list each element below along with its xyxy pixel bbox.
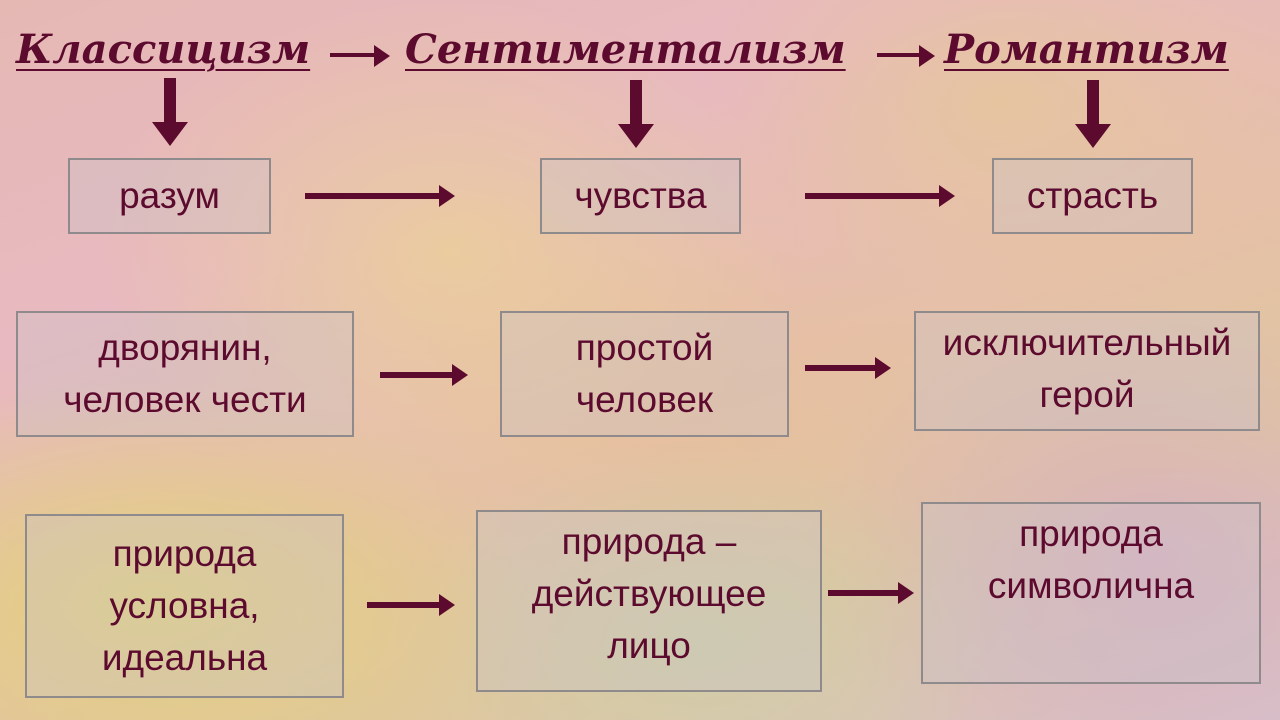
arrow-right-icon bbox=[877, 45, 935, 67]
box-text: идеальна bbox=[101, 637, 268, 678]
arrow-right-icon bbox=[828, 582, 914, 604]
box-text: природа bbox=[112, 533, 257, 574]
box-text: условна, bbox=[109, 585, 260, 626]
arrow-right-icon bbox=[367, 594, 455, 616]
arrow-right-icon bbox=[380, 364, 468, 386]
box-text: герой bbox=[1039, 374, 1135, 415]
box-text: природа – bbox=[561, 521, 737, 562]
box-common-man: простой человек bbox=[500, 311, 789, 437]
box-text: человек bbox=[575, 379, 714, 420]
box-feelings: чувства bbox=[540, 158, 741, 234]
box-text: страсть bbox=[1026, 175, 1159, 216]
box-text: действующее bbox=[531, 573, 767, 614]
box-text: исключительный bbox=[942, 322, 1232, 363]
heading-romanticism: Романтизм bbox=[944, 26, 1229, 73]
box-text: чувства bbox=[574, 175, 707, 216]
box-text: лицо bbox=[607, 625, 691, 666]
arrow-right-icon bbox=[805, 357, 891, 379]
arrow-right-icon bbox=[805, 185, 955, 207]
box-text: природа bbox=[1019, 513, 1163, 554]
box-text: дворянин, bbox=[98, 327, 272, 368]
box-text: разум bbox=[119, 175, 220, 216]
box-nature-symbolic: природа символична bbox=[921, 502, 1261, 684]
box-passion: страсть bbox=[992, 158, 1193, 234]
box-nobleman: дворянин, человек чести bbox=[16, 311, 354, 437]
arrow-right-icon bbox=[305, 185, 455, 207]
arrow-down-icon bbox=[1075, 80, 1111, 148]
box-reason: разум bbox=[68, 158, 271, 234]
box-nature-conventional: природа условна, идеальна bbox=[25, 514, 344, 698]
arrow-down-icon bbox=[618, 80, 654, 148]
box-text: человек чести bbox=[63, 379, 307, 420]
box-text: простой bbox=[575, 327, 714, 368]
box-nature-character: природа – действующее лицо bbox=[476, 510, 822, 692]
arrow-right-icon bbox=[330, 45, 390, 67]
heading-classicism: Классицизм bbox=[16, 26, 311, 73]
box-text: символична bbox=[987, 565, 1195, 606]
heading-sentimentalism: Сентиментализм bbox=[405, 26, 846, 73]
arrow-down-icon bbox=[152, 78, 188, 146]
box-exceptional-hero: исключительный герой bbox=[914, 311, 1260, 431]
